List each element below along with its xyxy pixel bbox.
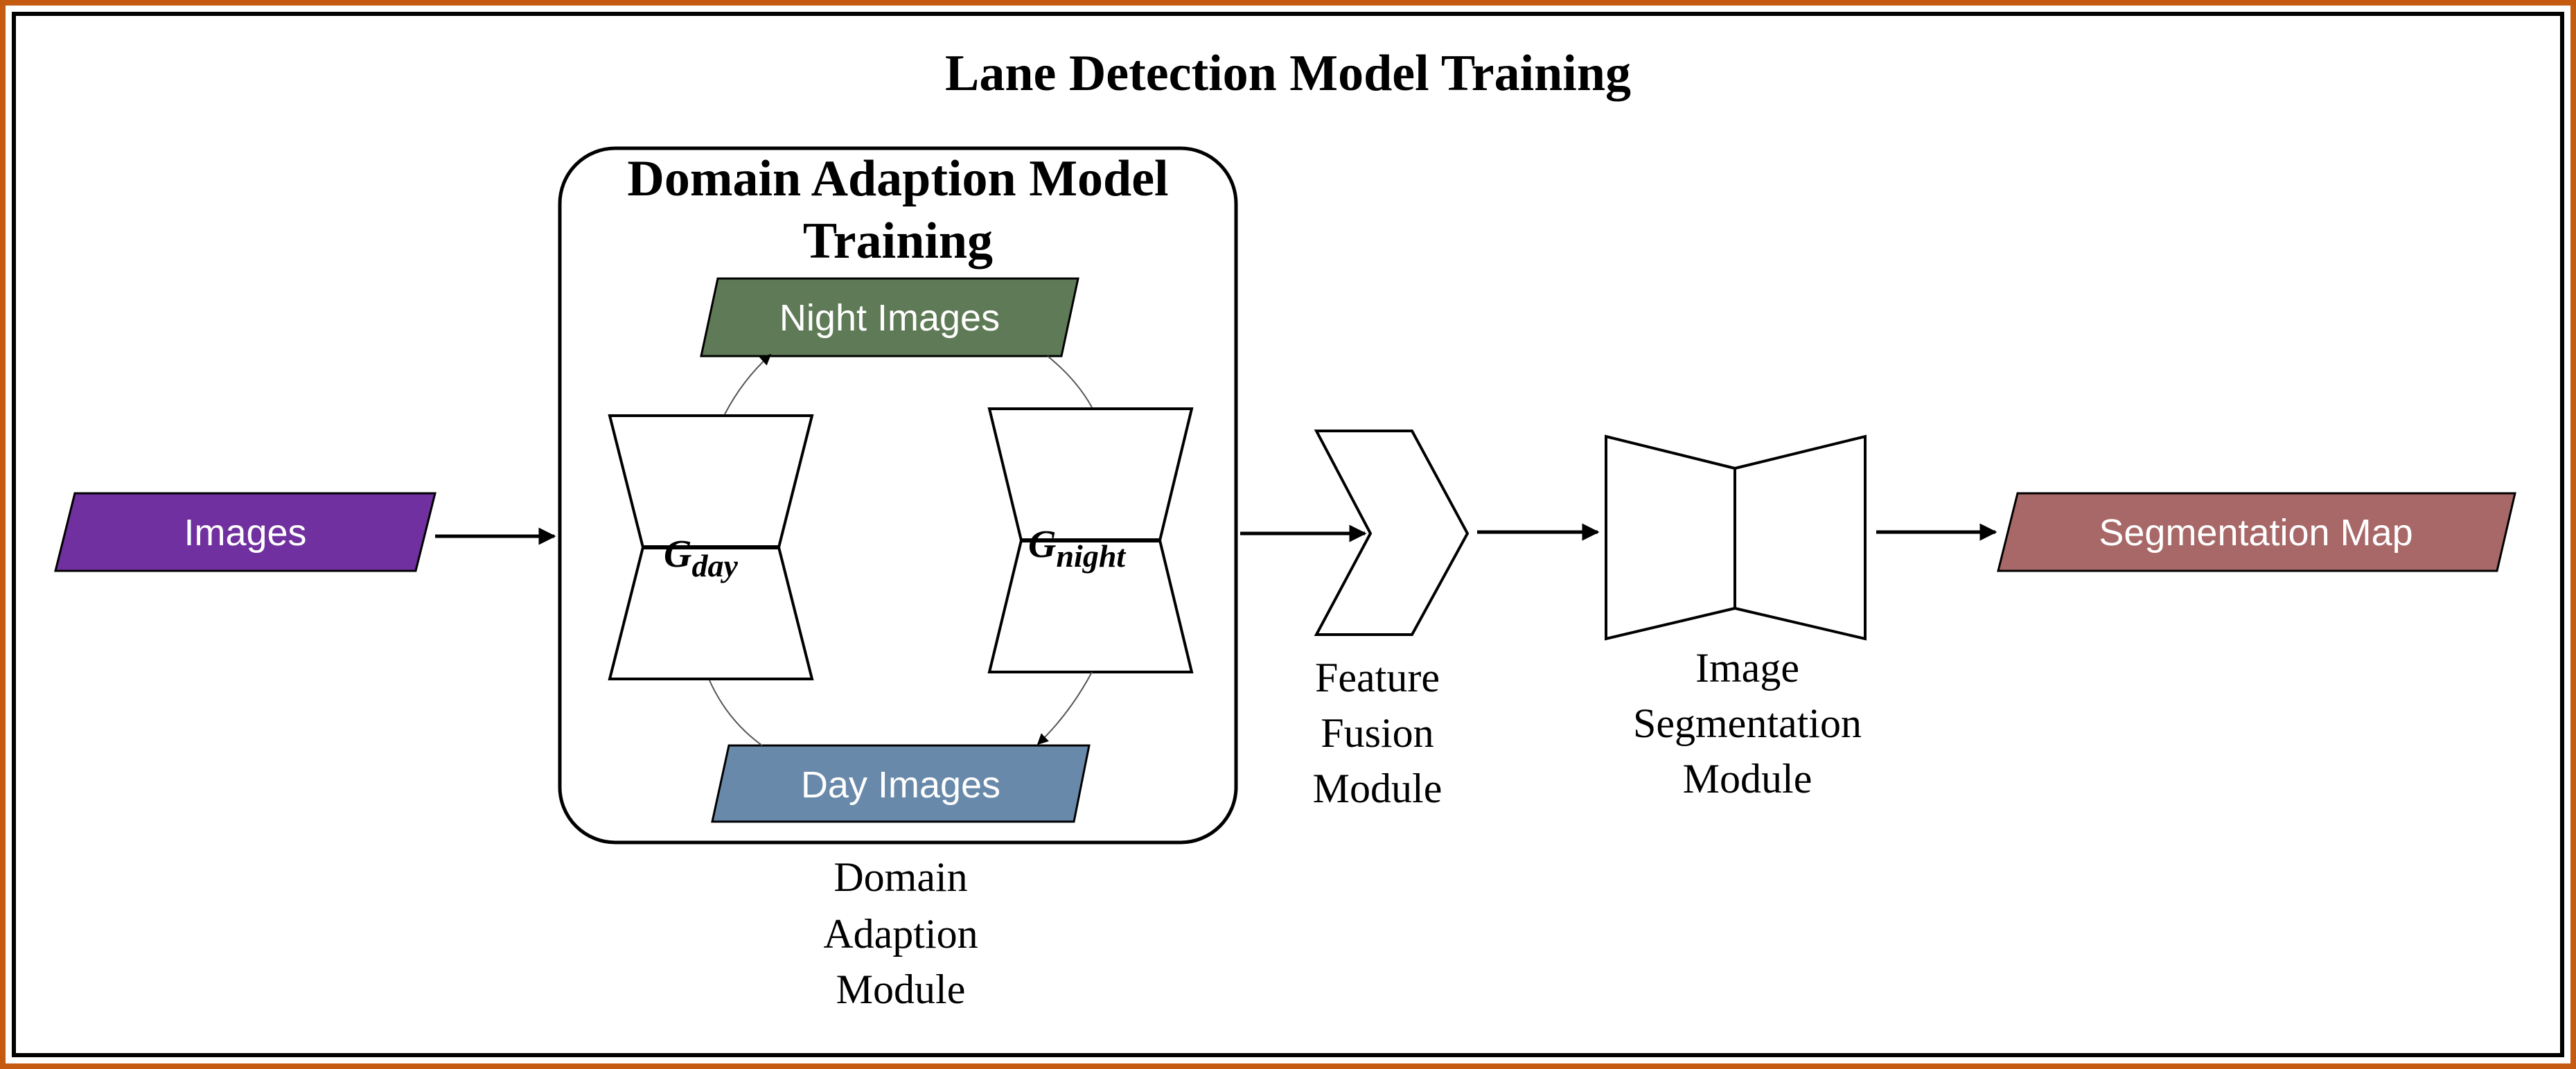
image-segmentation-caption-line2: Segmentation: [1633, 700, 1862, 746]
day-images-label: Day Images: [801, 764, 1000, 806]
g-day-label: Gday: [664, 533, 738, 583]
domain-adaption-box: [558, 146, 1238, 845]
image-segmentation-caption-line3: Module: [1683, 756, 1812, 802]
segmentation-decoder-shape: [1733, 434, 1867, 641]
day-images-shape: [711, 744, 1091, 823]
images-input-shape: [54, 492, 436, 572]
feature-fusion-caption-line2: Fusion: [1321, 710, 1433, 756]
night-images-shape: [700, 277, 1079, 357]
night-images-label: Night Images: [779, 297, 1000, 339]
g-night-label: Gnight: [1028, 523, 1126, 574]
cycle-arrow-gnight-to-day: [1036, 671, 1093, 745]
image-segmentation-caption-line1: Image: [1695, 645, 1799, 691]
feature-fusion-caption-line1: Feature: [1315, 655, 1440, 700]
segmentation-map-shape: [1997, 492, 2516, 572]
segmentation-encoder-shape: [1605, 434, 1736, 641]
segmentation-map-label: Segmentation Map: [2099, 512, 2412, 554]
g-night-subscript: night: [1056, 538, 1126, 574]
cycle-line-day-to-gday: [709, 680, 763, 746]
feature-fusion-chevron: [1314, 430, 1470, 636]
domain-adaption-box-title-line2: Training: [803, 213, 993, 270]
domain-adaption-box-title-line1: Domain Adaption Model: [627, 150, 1168, 207]
cycle-line-night-to-gnight: [1047, 355, 1093, 408]
domain-adaption-caption-line2: Adaption: [823, 911, 978, 957]
feature-fusion-caption-line3: Module: [1313, 766, 1443, 811]
g-day-subscript: day: [691, 548, 738, 583]
diagram-title: Lane Detection Model Training: [945, 45, 1631, 102]
cycle-arrow-gday-to-night: [724, 353, 772, 415]
outer-frame-black: [12, 12, 2564, 1057]
images-input-label: Images: [184, 512, 306, 554]
domain-adaption-caption-line3: Module: [836, 966, 966, 1012]
domain-adaption-caption-line1: Domain: [833, 854, 967, 900]
